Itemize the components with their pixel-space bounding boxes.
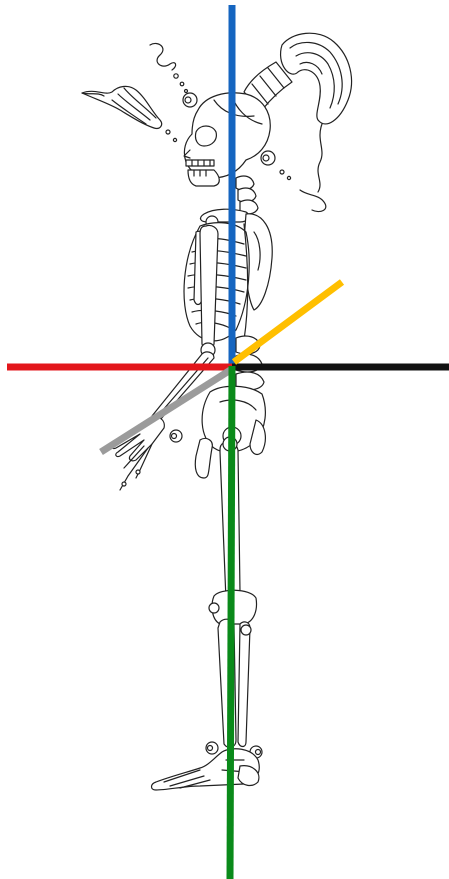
jaw xyxy=(188,170,219,186)
hair-dot xyxy=(166,130,170,134)
wrist-bobble-inner xyxy=(172,434,177,439)
pubis xyxy=(195,438,212,478)
hair-tail xyxy=(300,190,326,212)
hair-dot xyxy=(173,138,176,141)
hair-dot xyxy=(280,170,284,174)
ankle-bobble-inner xyxy=(208,746,213,751)
axis-vertical-down xyxy=(230,366,232,879)
ankle-bobble-inner xyxy=(256,750,261,755)
hair-squiggle-top xyxy=(150,43,176,70)
hair-tail xyxy=(318,124,322,192)
fibula-head-bobble xyxy=(241,625,251,635)
eye-pupil xyxy=(185,97,191,103)
knuckle xyxy=(136,470,140,474)
ear-bobble-inner xyxy=(263,155,269,161)
fibula xyxy=(238,622,250,747)
hair-dot xyxy=(174,74,178,78)
hair-dot xyxy=(180,82,184,86)
eye-socket xyxy=(195,126,216,146)
knuckle xyxy=(122,482,126,486)
patella xyxy=(209,603,219,613)
hair-dot xyxy=(287,176,290,179)
skeleton-drawing xyxy=(82,33,352,790)
hair-dot xyxy=(185,90,188,93)
